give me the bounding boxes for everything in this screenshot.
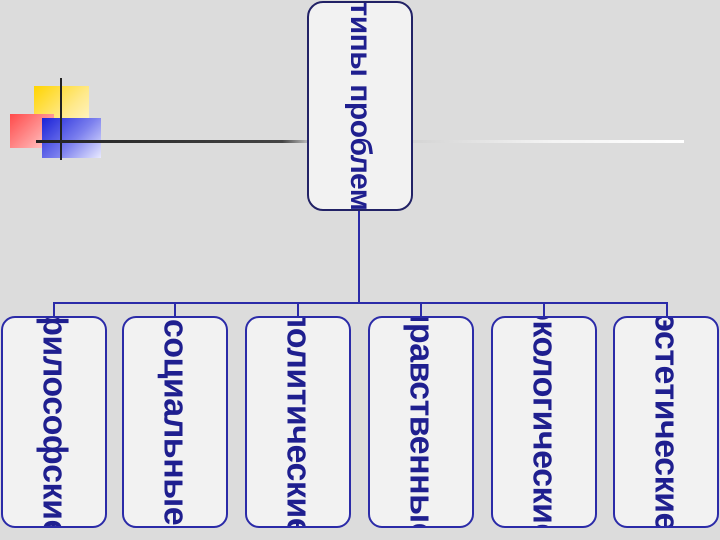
connector-drop bbox=[53, 302, 55, 317]
connector-drop bbox=[297, 302, 299, 317]
connector-drop bbox=[543, 302, 545, 317]
child-node-philosophical: философские bbox=[1, 316, 107, 528]
root-node-label: типы проблем bbox=[344, 1, 377, 211]
blue-square bbox=[42, 118, 101, 158]
connector-drop bbox=[174, 302, 176, 317]
child-node-ecological: экологические bbox=[491, 316, 597, 528]
connector-drop bbox=[666, 302, 668, 317]
child-node-label: философские bbox=[35, 316, 74, 528]
child-node-moral: нравственные bbox=[368, 316, 474, 528]
child-node-social: социальные bbox=[122, 316, 228, 528]
connector-trunk bbox=[358, 211, 360, 303]
child-node-label: нравственные bbox=[402, 316, 441, 528]
connector-drop bbox=[420, 302, 422, 317]
child-node-political: политические bbox=[245, 316, 351, 528]
child-node-label: экологические bbox=[525, 316, 564, 528]
child-node-label: эстетические bbox=[647, 316, 686, 528]
decorative-vertical-line bbox=[60, 78, 62, 160]
child-node-label: социальные bbox=[156, 318, 195, 526]
root-node: типы проблем bbox=[307, 1, 413, 211]
child-node-label: политические bbox=[279, 316, 318, 528]
connector-bar bbox=[53, 302, 668, 304]
child-node-aesthetic: эстетические bbox=[613, 316, 719, 528]
